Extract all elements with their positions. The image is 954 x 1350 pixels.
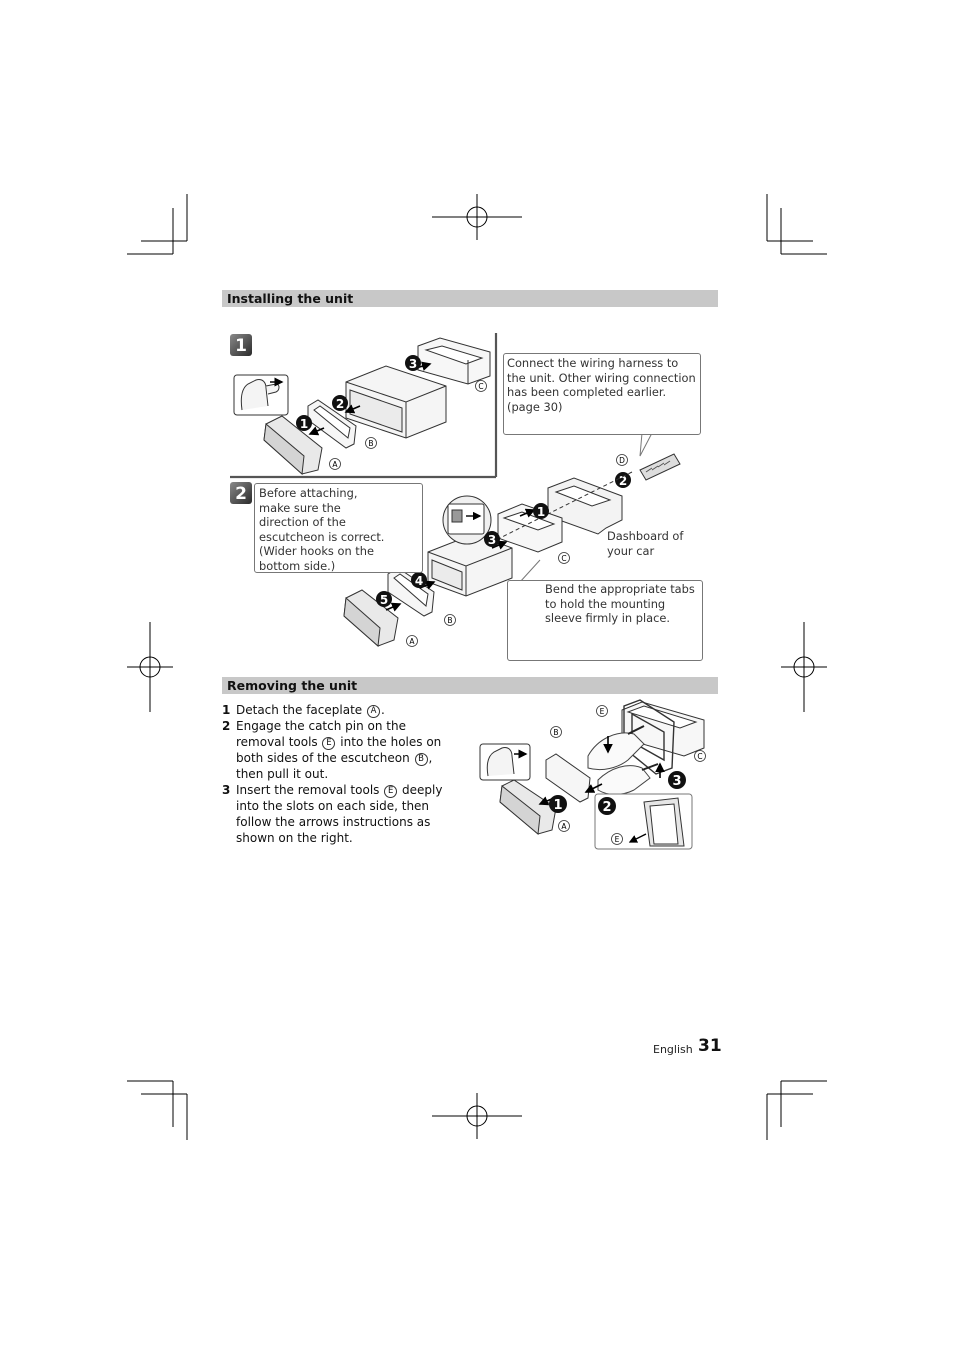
svg-text:B: B: [447, 616, 452, 625]
callout-3-step1: 3: [405, 355, 421, 371]
label-e-remove-top: E: [596, 705, 608, 717]
tabs-note: Bend the appropriate tabs to hold the mo…: [545, 582, 695, 626]
callout-2-remove: 2: [598, 797, 616, 815]
letter-e-badge: E: [384, 785, 398, 798]
svg-text:C: C: [478, 382, 483, 391]
svg-text:1: 1: [537, 505, 545, 519]
unit-box-step2: [427, 533, 513, 597]
label-a-step2: A: [406, 635, 418, 647]
svg-text:4: 4: [415, 574, 423, 588]
svg-text:2: 2: [336, 397, 344, 411]
svg-text:E: E: [615, 835, 620, 844]
faceplate-a-step2: [343, 589, 399, 648]
callout-3-step2: 3: [484, 531, 500, 547]
label-d: D: [616, 454, 628, 466]
label-a-step1: A: [329, 458, 341, 470]
svg-text:2: 2: [602, 800, 611, 815]
label-b-step2: B: [444, 614, 456, 626]
escutcheon-detail-inset: [442, 495, 492, 545]
removal-inset-tool: [628, 797, 685, 847]
svg-text:D: D: [619, 456, 625, 465]
callout-2-step1: 2: [332, 395, 348, 411]
label-e-remove-inset: E: [611, 833, 623, 845]
installing-header: Installing the unit: [222, 290, 718, 307]
step-badge-2: 2: [230, 482, 252, 504]
wiring-note: Connect the wiring harness to the unit. …: [507, 356, 696, 414]
label-b-remove: B: [550, 726, 562, 738]
callout-2-step2: 2: [615, 472, 631, 488]
installation-diagram: 1 2 3 2 1 C B A D: [230, 333, 681, 648]
hand-inset-remove: [479, 743, 531, 781]
svg-text:3: 3: [672, 774, 681, 789]
svg-text:2: 2: [619, 474, 627, 488]
letter-e-badge: E: [322, 737, 336, 750]
letter-b-badge: B: [414, 753, 428, 766]
svg-text:A: A: [561, 822, 567, 831]
svg-text:C: C: [697, 752, 702, 761]
callout-1-remove: 1: [549, 795, 567, 813]
svg-text:1: 1: [235, 336, 247, 356]
removing-title: Removing the unit: [227, 678, 358, 693]
label-c-step2: C: [558, 552, 570, 564]
label-a-remove: A: [558, 820, 570, 832]
svg-text:3: 3: [409, 357, 417, 371]
hands-with-tools: [587, 725, 659, 795]
faceplate-a-remove: [499, 779, 557, 835]
callout-4-step2: 4: [411, 572, 427, 588]
sleeve-c: [417, 337, 491, 385]
svg-text:B: B: [553, 728, 558, 737]
step-badge-1: 1: [230, 334, 252, 356]
svg-text:A: A: [409, 637, 415, 646]
callout-1-step1: 1: [296, 415, 312, 431]
label-c-step1: C: [475, 380, 487, 392]
svg-text:1: 1: [300, 417, 308, 431]
svg-text:E: E: [600, 707, 605, 716]
faceplate-a: [263, 415, 323, 476]
escutcheon-note: Before attaching, make sure the directio…: [259, 486, 385, 573]
callout-3-remove: 3: [668, 771, 686, 789]
svg-text:2: 2: [235, 484, 247, 504]
installing-title: Installing the unit: [227, 291, 354, 306]
label-b-step1: B: [365, 437, 377, 449]
svg-text:C: C: [561, 554, 566, 563]
page-number: 31: [698, 1036, 722, 1056]
wiring-callout-pointer: [639, 432, 653, 457]
callout-1-step2: 1: [533, 503, 549, 519]
escutcheon-b-remove: [545, 753, 591, 803]
escutcheon-note-box: [254, 483, 423, 573]
svg-text:5: 5: [380, 593, 388, 607]
wiring-harness: [639, 453, 681, 481]
label-c-remove: C: [694, 750, 706, 762]
step1-panel: [230, 333, 498, 479]
svg-text:B: B: [368, 439, 373, 448]
dashboard-note: Dashboard of your car: [607, 529, 684, 558]
escutcheon-b-step2: [387, 567, 435, 617]
svg-text:3: 3: [488, 533, 496, 547]
letter-a-badge: A: [366, 705, 380, 718]
svg-text:A: A: [332, 460, 338, 469]
wiring-note-box: [503, 353, 701, 435]
unit-box: [345, 365, 447, 439]
tabs-note-box: [507, 580, 703, 661]
svg-text:1: 1: [553, 798, 562, 813]
removing-header: Removing the unit: [222, 677, 718, 694]
callout-5-step2: 5: [376, 591, 392, 607]
hand-inset-1: [233, 374, 289, 416]
tabs-callout-pointer: [519, 559, 541, 583]
footer-language: English: [653, 1043, 693, 1056]
removal-diagram: 1 3 E B C A 2 E: [479, 699, 706, 850]
